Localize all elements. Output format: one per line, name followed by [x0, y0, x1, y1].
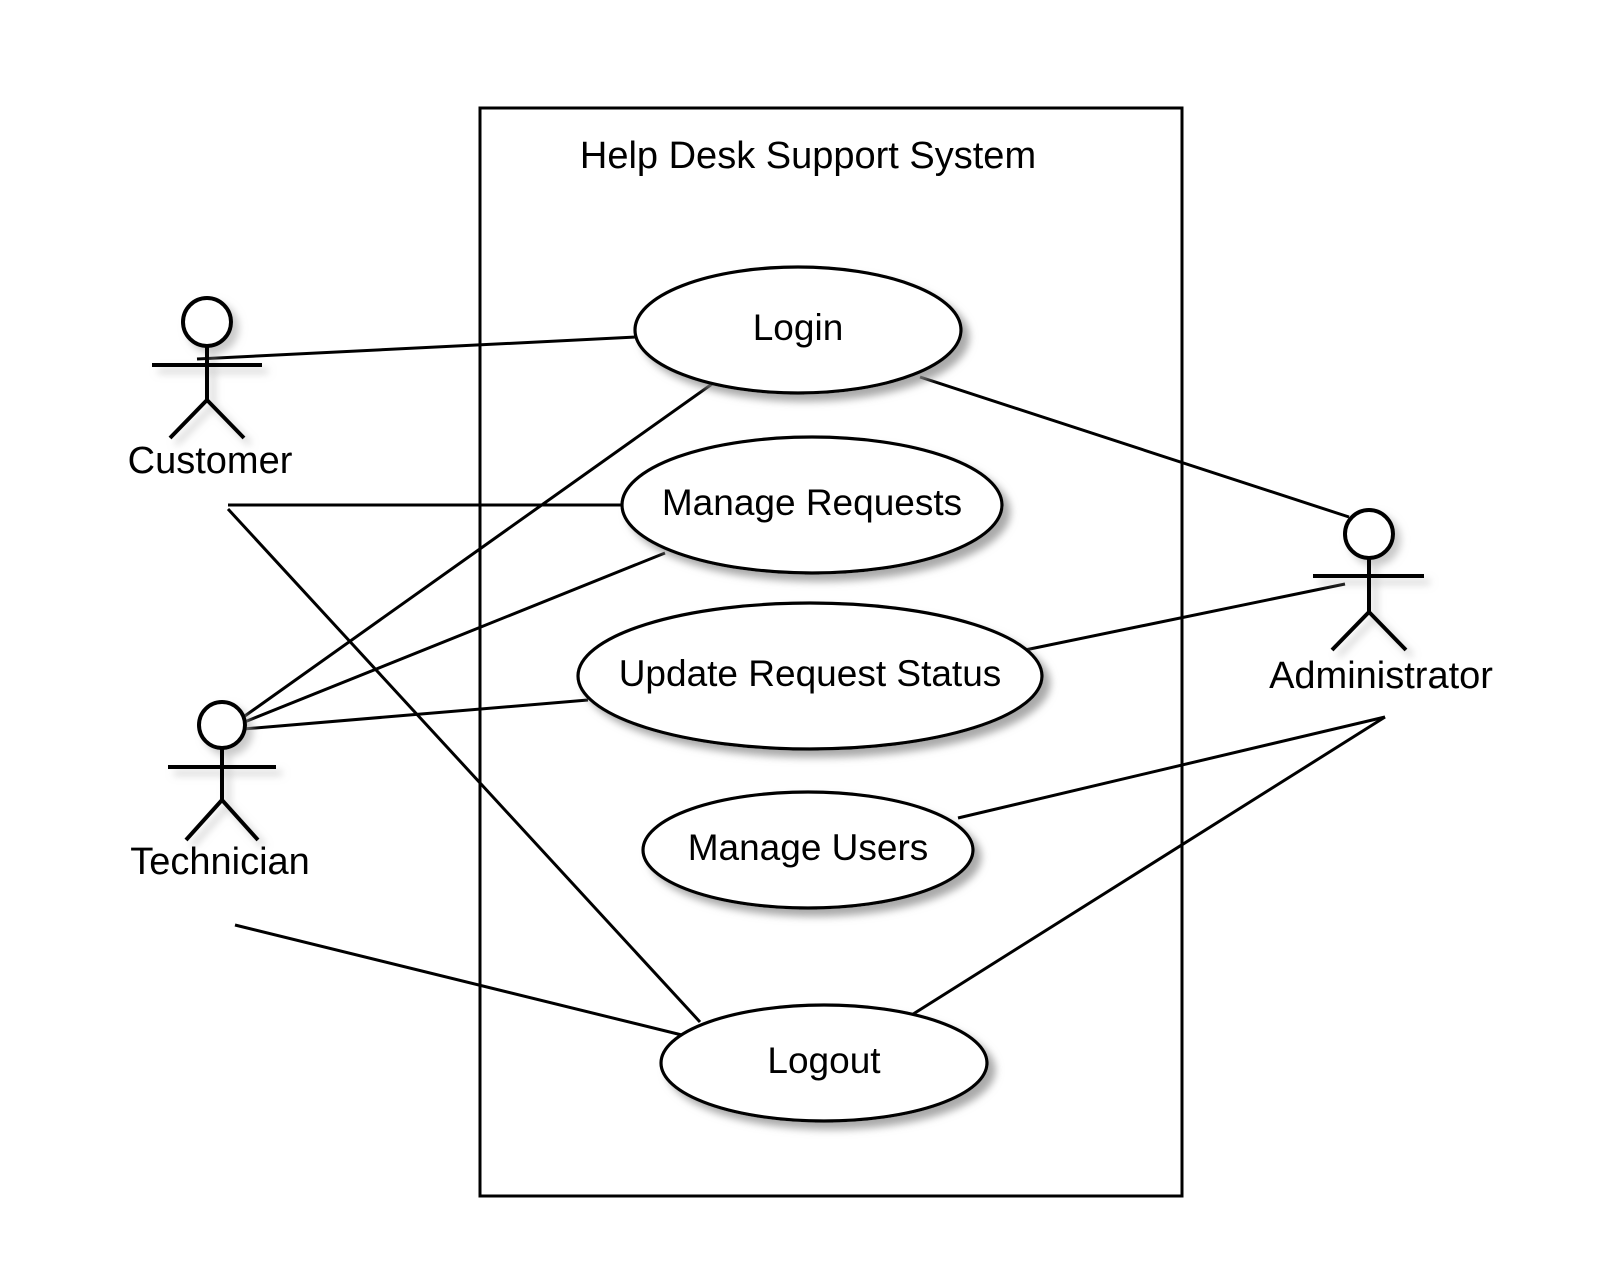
- actor-administrator-figure-icon: [1313, 508, 1424, 652]
- association-customer-login[interactable]: [196, 335, 638, 361]
- actor-technician-left-leg-icon: [184, 798, 224, 842]
- actor-technician-figure-icon: [168, 700, 276, 842]
- actor-customer-left-leg-icon: [168, 398, 209, 440]
- use-case-manage-requests-label: Manage Requests: [662, 482, 962, 523]
- use-case-manage-requests[interactable]: Manage Requests: [620, 435, 1004, 575]
- use-case-update-request-status-ellipse[interactable]: [576, 601, 1044, 751]
- association-technician-login[interactable]: [241, 382, 713, 720]
- association-layer: [196, 335, 1386, 1039]
- actor-customer-figure-icon: [152, 296, 262, 440]
- use-case-manage-requests-ellipse[interactable]: [620, 435, 1004, 575]
- association-administrator-update-request-status[interactable]: [1024, 582, 1346, 652]
- association-customer-logout[interactable]: [226, 507, 702, 1024]
- actor-technician-label: Technician: [130, 841, 310, 883]
- use-case-logout-ellipse[interactable]: [659, 1003, 989, 1123]
- actor-administrator[interactable]: Administrator: [1269, 508, 1493, 697]
- association-administrator-login[interactable]: [919, 375, 1350, 519]
- actor-technician-head-icon: [197, 700, 247, 750]
- actor-administrator-right-leg-icon: [1367, 610, 1408, 652]
- actor-customer[interactable]: Customer: [128, 296, 293, 482]
- use-case-update-request-status[interactable]: Update Request Status: [576, 601, 1044, 751]
- use-case-layer: Login Manage Requests Update Request Sta…: [576, 265, 1044, 1123]
- association-technician-update-request-status[interactable]: [242, 698, 589, 731]
- association-technician-manage-requests[interactable]: [241, 551, 666, 725]
- use-case-login[interactable]: Login: [633, 265, 963, 395]
- actor-customer-label: Customer: [128, 440, 293, 482]
- use-case-manage-users-label: Manage Users: [688, 827, 929, 868]
- actor-administrator-left-leg-icon: [1330, 610, 1371, 652]
- use-case-update-request-status-label: Update Request Status: [619, 653, 1002, 694]
- use-case-login-label: Login: [753, 307, 844, 348]
- association-administrator-logout[interactable]: [909, 715, 1386, 1018]
- actor-technician[interactable]: Technician: [130, 700, 310, 883]
- association-administrator-manage-users[interactable]: [957, 715, 1386, 820]
- actor-customer-right-leg-icon: [205, 398, 246, 440]
- actor-layer: Customer Technician: [128, 296, 1493, 883]
- system-title: Help Desk Support System: [580, 135, 1036, 177]
- use-case-manage-users[interactable]: Manage Users: [641, 790, 975, 910]
- association-technician-logout[interactable]: [234, 923, 691, 1039]
- use-case-logout-label: Logout: [767, 1040, 881, 1081]
- use-case-logout[interactable]: Logout: [659, 1003, 989, 1123]
- actor-administrator-label: Administrator: [1269, 655, 1493, 697]
- actor-customer-head-icon: [181, 296, 233, 348]
- actor-administrator-head-icon: [1343, 508, 1395, 560]
- actor-technician-right-leg-icon: [220, 798, 260, 842]
- use-case-manage-users-ellipse[interactable]: [641, 790, 975, 910]
- use-case-login-ellipse[interactable]: [633, 265, 963, 395]
